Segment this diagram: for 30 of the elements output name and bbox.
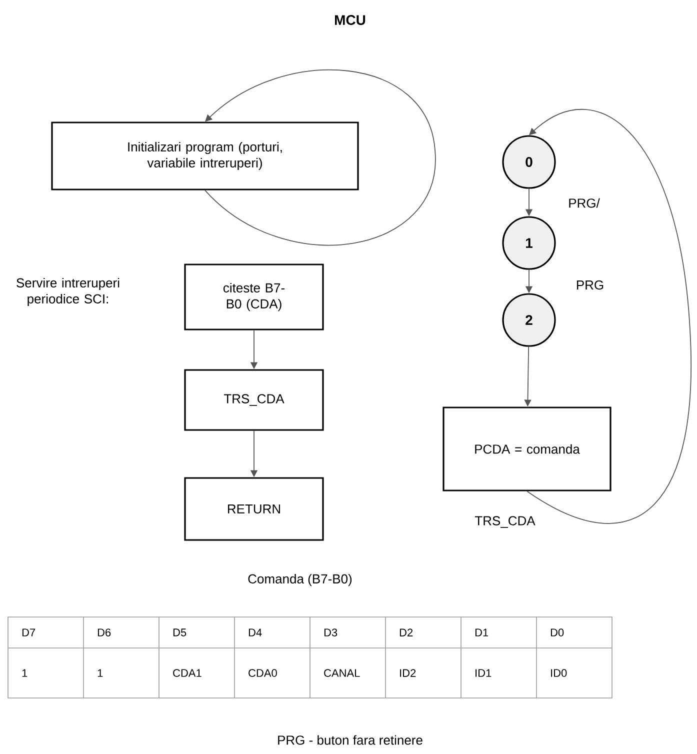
table-title: Comanda (B7-B0) — [248, 574, 352, 586]
table-cell: D1 — [475, 628, 488, 636]
process-box: citeste B7-B0 (CDA) — [184, 264, 324, 330]
process-box: TRS_CDA — [184, 369, 324, 431]
table-cell: CANAL — [324, 669, 360, 677]
title: MCU — [335, 15, 366, 25]
table-cell: CDA1 — [173, 669, 202, 677]
edge-label: PRG/ — [567, 197, 601, 209]
table-cell: ID0 — [551, 669, 567, 677]
table-cell: ID1 — [476, 669, 492, 677]
process-box: PCDA = comanda — [442, 406, 612, 492]
table-cell: D7 — [22, 628, 36, 636]
arrow — [526, 109, 692, 524]
table-cell: D3 — [324, 628, 338, 636]
edge-label: TRS_CDA — [474, 515, 536, 529]
table-cell: 1 — [98, 669, 103, 677]
table-cell: 1 — [22, 669, 28, 677]
table-cell: D2 — [400, 628, 413, 636]
table-cell: D4 — [248, 628, 262, 636]
table-cell: D6 — [98, 628, 111, 636]
table-cell: ID2 — [400, 669, 416, 677]
arrow — [204, 69, 436, 246]
caption: PRG - buton fara retinere — [278, 735, 422, 745]
process-box: Initializari program (porturi, variabile intreruperi) — [51, 122, 359, 190]
process-box: RETURN — [184, 477, 324, 541]
table-cell: D0 — [550, 628, 564, 636]
edge-label: PRG — [574, 279, 606, 291]
section-label: Servire intreruperi periodice SCI: — [16, 278, 120, 306]
table-cell: D5 — [173, 628, 186, 636]
table-cell: CDA0 — [248, 669, 277, 677]
